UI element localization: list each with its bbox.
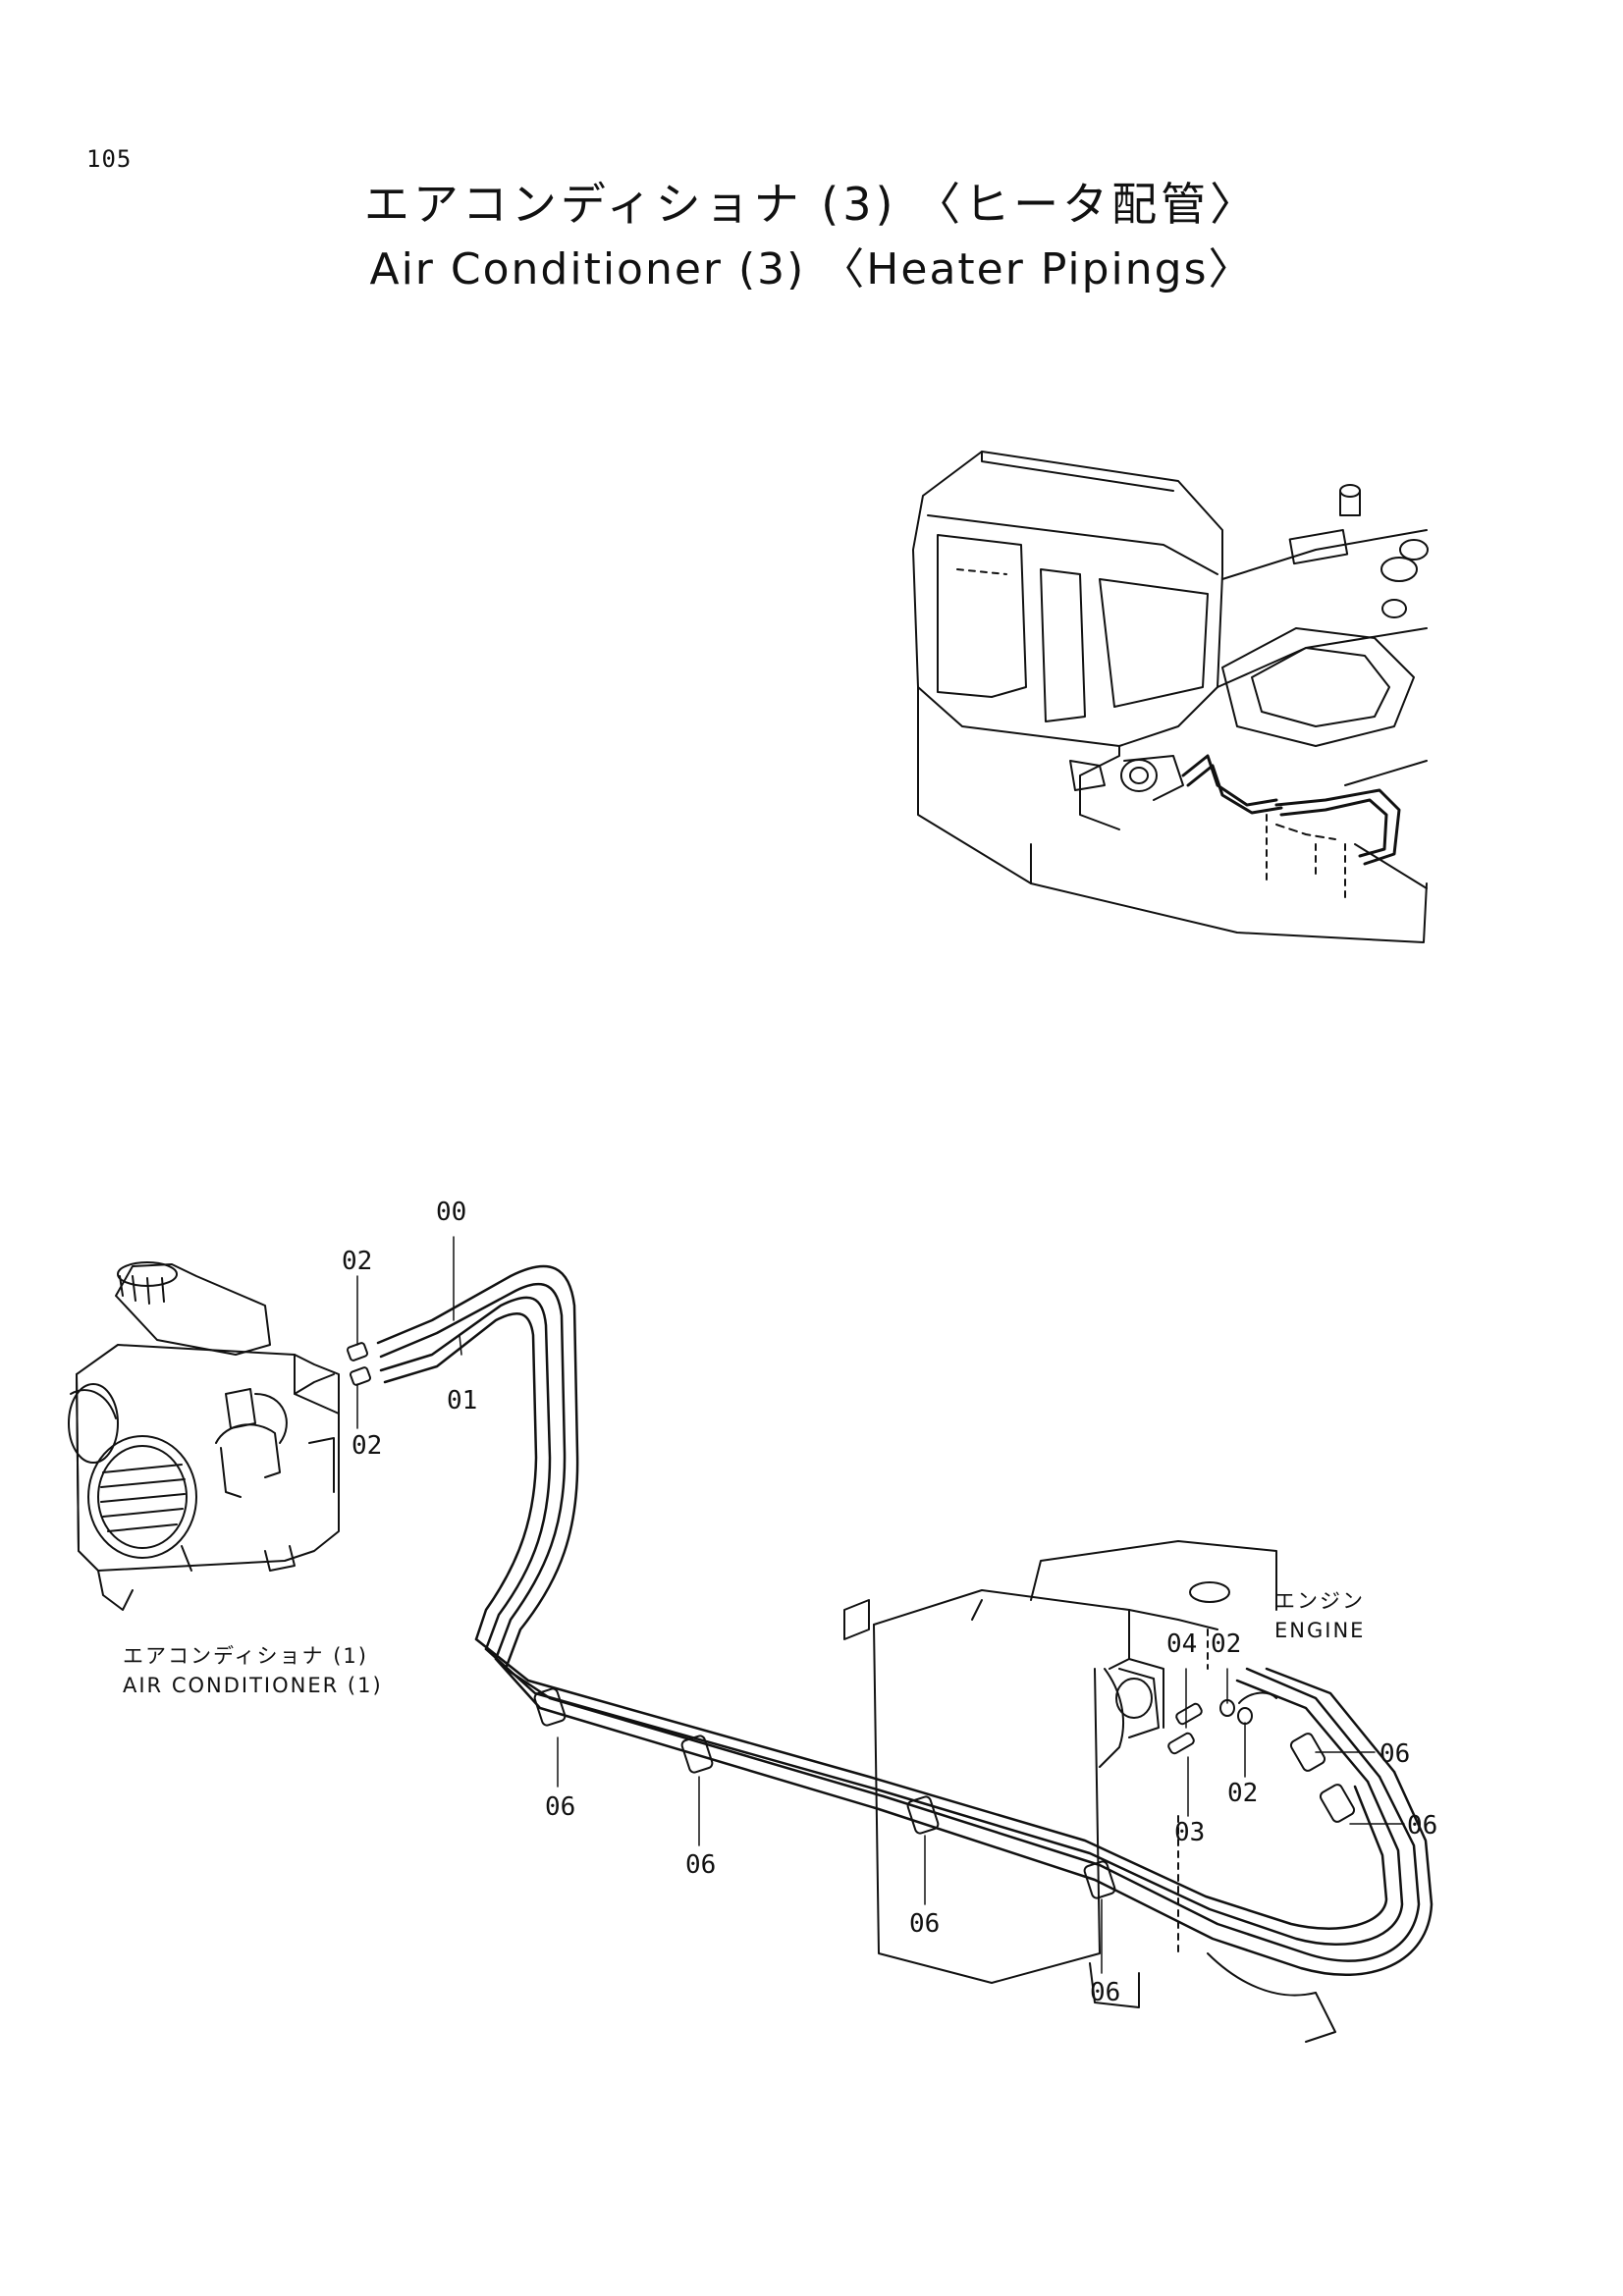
hose-clamps-drawing [533,1687,1356,1899]
air-conditioner-unit-drawing [68,1261,372,1611]
engine-caption-jp: エンジン [1274,1589,1365,1613]
callout-02-engine-top: 02 [1211,1629,1242,1659]
engine-block-drawing [843,1540,1336,2043]
callout-02-upper: 02 [342,1247,373,1276]
heater-hose-drawing [376,1264,1434,1976]
callout-00: 00 [436,1198,467,1227]
aircon-caption-en: AIR CONDITIONER (1) [123,1674,383,1697]
callout-03: 03 [1174,1818,1206,1847]
callout-06-c: 06 [909,1909,941,1939]
callout-04: 04 [1166,1629,1198,1659]
page-number: 105 [86,145,133,173]
callout-06-e: 06 [1380,1739,1411,1769]
engine-caption-en: ENGINE [1274,1619,1366,1642]
callout-02-lower: 02 [352,1431,383,1461]
page-title-english: Air Conditioner (3) 〈Heater Pipings〉 [369,244,1254,294]
callout-06-a: 06 [545,1792,576,1822]
aircon-caption-jp: エアコンディショナ (1) [123,1644,368,1668]
callout-02-engine-bottom: 02 [1227,1779,1259,1808]
engine-caption: エンジン ENGINE [1274,1586,1365,1645]
callout-01: 01 [447,1386,478,1415]
callout-06-b: 06 [685,1850,717,1880]
excavator-overview-drawing [912,451,1429,943]
callout-06-d: 06 [1090,1978,1121,2007]
callout-06-f: 06 [1407,1811,1438,1841]
aircon-caption: エアコンディショナ (1) AIR CONDITIONER (1) [123,1641,383,1700]
callout-leaders [356,1236,1405,1974]
page-title-japanese: エアコンディショナ (3) 〈ヒータ配管〉 [363,178,1260,231]
